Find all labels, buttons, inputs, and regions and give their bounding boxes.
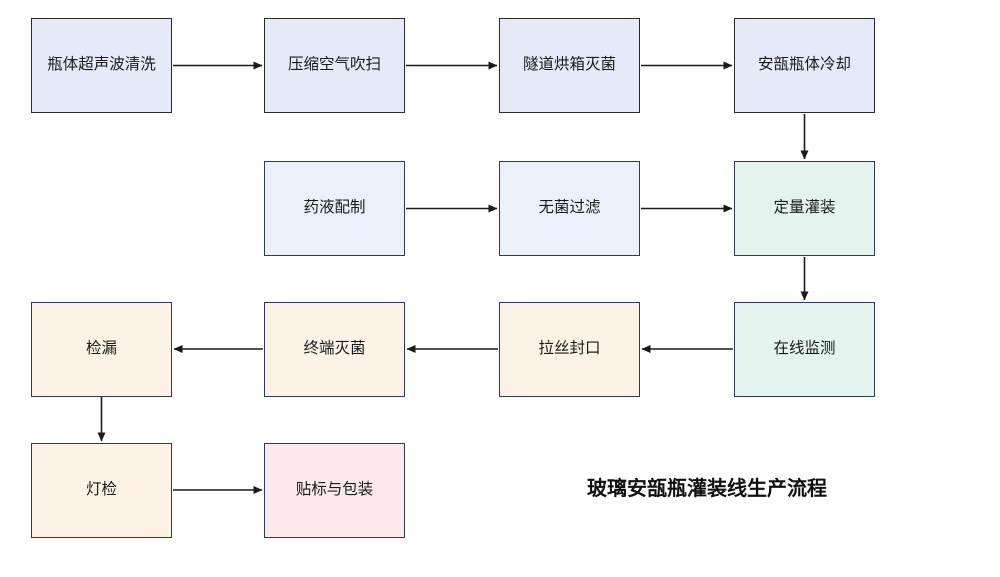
node-online-monitoring: 在线监测	[734, 302, 875, 397]
node-wire-drawn-sealing-label: 拉丝封口	[538, 340, 601, 358]
node-quantitative-filling: 定量灌装	[734, 161, 875, 256]
node-online-monitoring-label: 在线监测	[773, 340, 836, 358]
node-terminal-sterilization-label: 终端灭菌	[303, 340, 366, 358]
node-compressed-air-blowing: 压缩空气吹扫	[264, 18, 405, 113]
node-labeling-packaging: 贴标与包装	[264, 443, 405, 538]
node-wire-drawn-sealing: 拉丝封口	[499, 302, 640, 397]
node-ultrasonic-cleaning-label: 瓶体超声波清洗	[47, 56, 156, 74]
node-solution-preparation-label: 药液配制	[303, 199, 366, 217]
node-ampoule-cooling: 安瓿瓶体冷却	[734, 18, 875, 113]
node-terminal-sterilization: 终端灭菌	[264, 302, 405, 397]
node-ultrasonic-cleaning: 瓶体超声波清洗	[31, 18, 172, 113]
node-labeling-packaging-label: 贴标与包装	[295, 481, 374, 499]
node-tunnel-oven-sterilize-label: 隧道烘箱灭菌	[522, 56, 616, 74]
node-ampoule-cooling-label: 安瓿瓶体冷却	[757, 56, 851, 74]
node-leak-detection-label: 检漏	[85, 340, 117, 358]
node-sterile-filtration-label: 无菌过滤	[538, 199, 601, 217]
node-solution-preparation: 药液配制	[264, 161, 405, 256]
node-light-inspection: 灯检	[31, 443, 172, 538]
node-quantitative-filling-label: 定量灌装	[773, 199, 836, 217]
node-tunnel-oven-sterilize: 隧道烘箱灭菌	[499, 18, 640, 113]
node-light-inspection-label: 灯检	[85, 481, 117, 499]
node-compressed-air-blowing-label: 压缩空气吹扫	[287, 56, 381, 74]
node-leak-detection: 检漏	[31, 302, 172, 397]
diagram-title: 玻璃安瓿瓶灌装线生产流程	[587, 478, 827, 500]
node-sterile-filtration: 无菌过滤	[499, 161, 640, 256]
